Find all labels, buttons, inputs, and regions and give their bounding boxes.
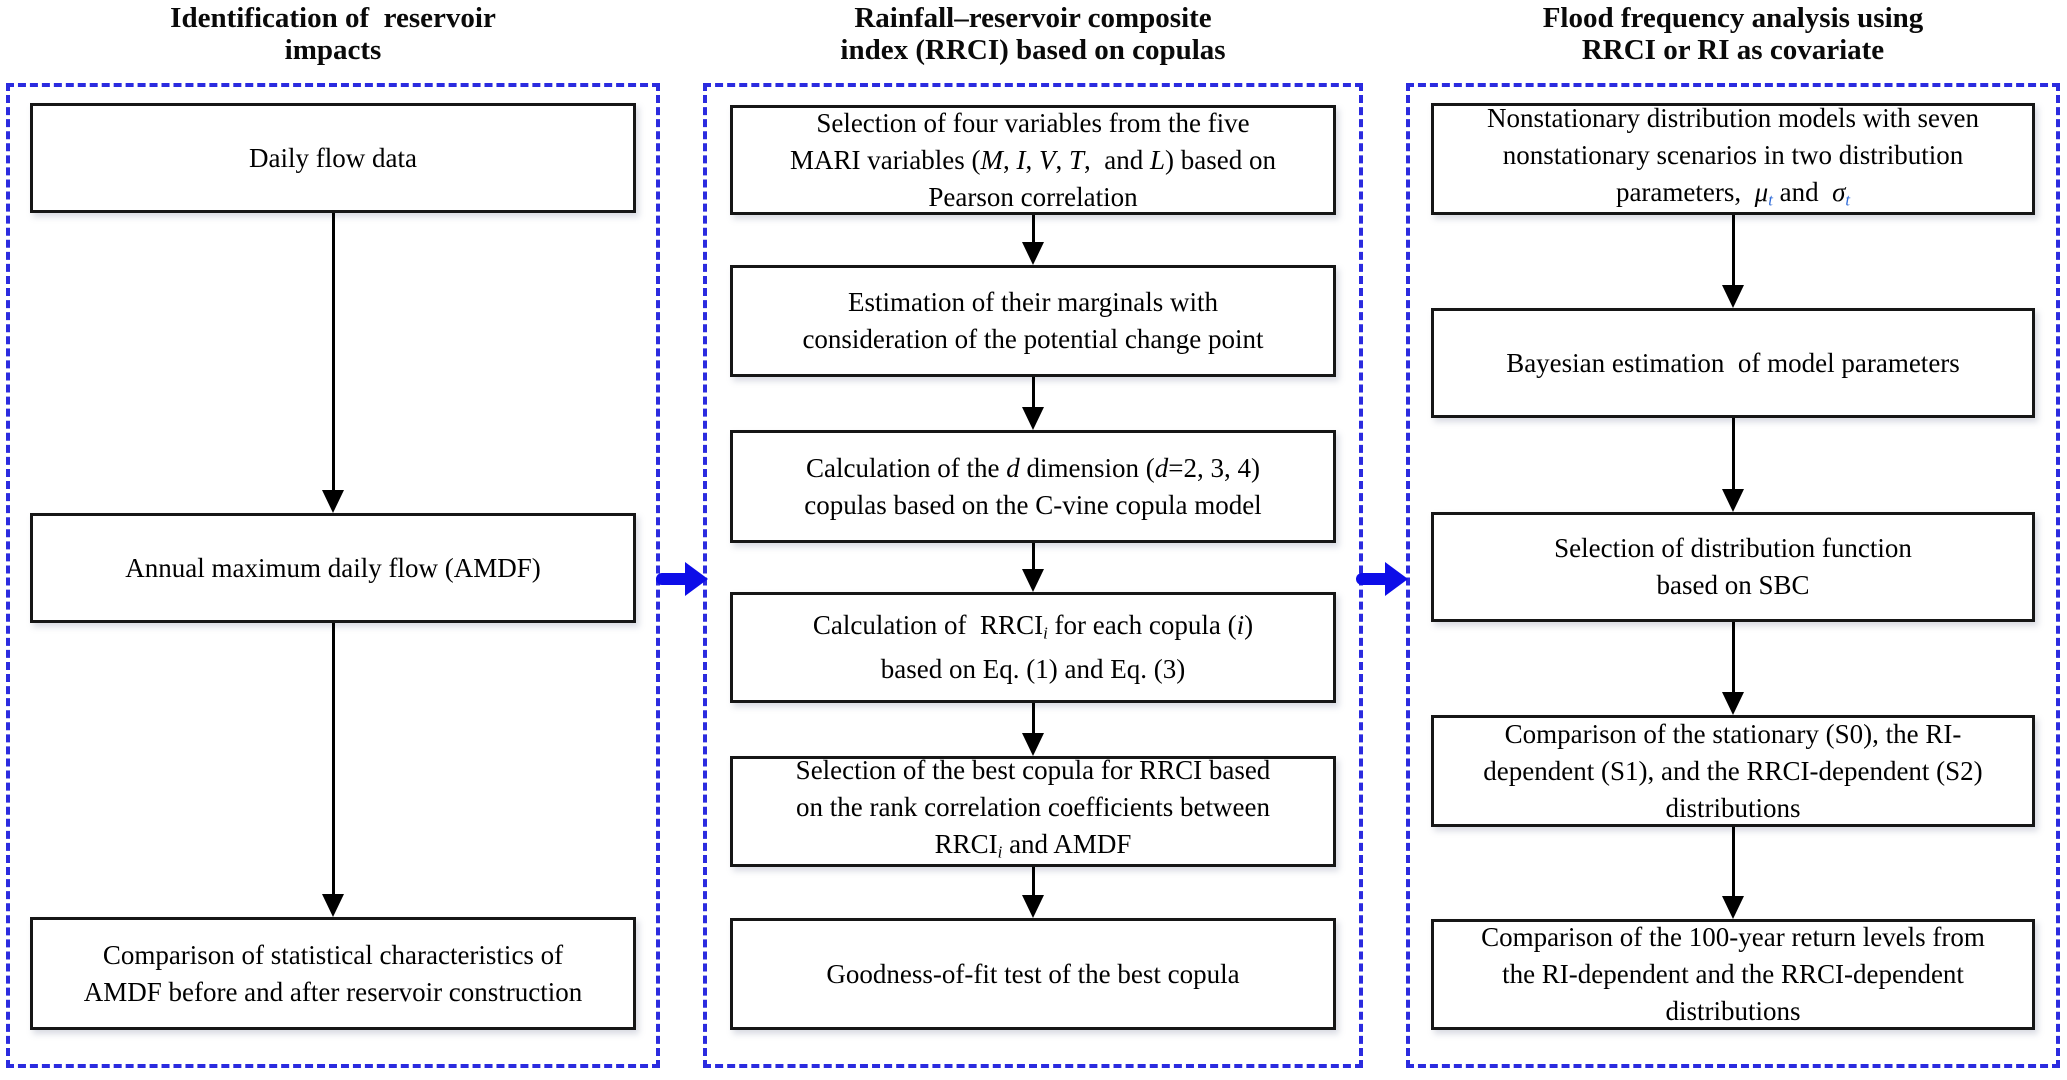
step-box-amdf: Annual maximum daily flow (AMDF) <box>30 513 636 623</box>
step-box-nonstationary-models: Nonstationary distribution models with s… <box>1431 103 2035 215</box>
step-box-copula-calculation: Calculation of the d dimension (d=2, 3, … <box>730 430 1336 543</box>
blue-right-arrow-icon <box>656 562 708 596</box>
step-box-bayesian-estimation: Bayesian estimation of model parameters <box>1431 308 2035 418</box>
panel-flood-frequency <box>1406 83 2060 1068</box>
step-box-goodness-of-fit: Goodness-of-fit test of the best copula <box>730 918 1336 1030</box>
blue-right-arrow-icon <box>1356 562 1408 596</box>
step-box-variable-selection: Selection of four variables from the fiv… <box>730 105 1336 215</box>
step-box-return-level-comparison: Comparison of the 100-year return levels… <box>1431 919 2035 1030</box>
step-box-rrci-calculation: Calculation of RRCIi for each copula (i)… <box>730 592 1336 703</box>
step-box-daily-flow-data: Daily flow data <box>30 103 636 213</box>
step-box-scenario-comparison: Comparison of the stationary (S0), the R… <box>1431 715 2035 827</box>
step-box-best-copula-selection: Selection of the best copula for RRCI ba… <box>730 755 1336 867</box>
step-box-amdf-comparison: Comparison of statistical characteristic… <box>30 917 636 1030</box>
